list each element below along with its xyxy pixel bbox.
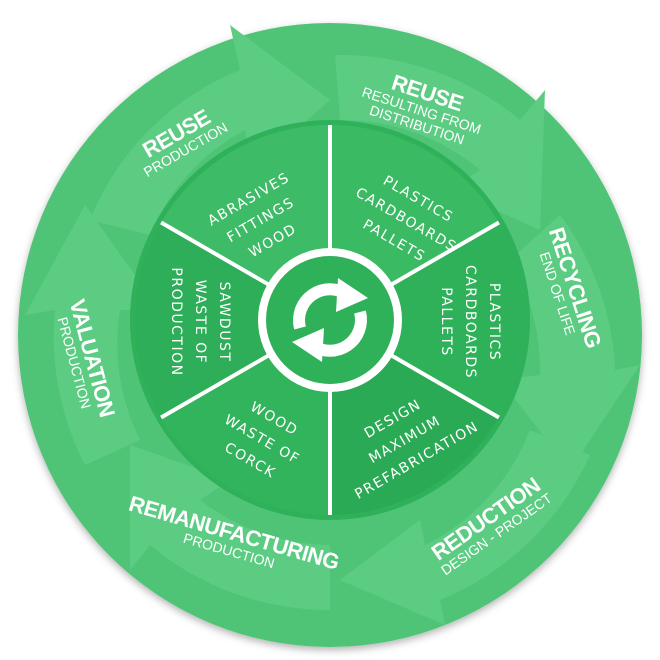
arrow-reuse-production [90, 25, 330, 235]
inner-label-right: PLASTICS CARDBOARDS PALLETS [438, 265, 502, 379]
inner-text: WASTE OF [192, 280, 208, 364]
inner-text: PALLETS [438, 287, 454, 357]
inner-label-left: SAWDUST WASTE OF PRODUCTION [168, 267, 232, 376]
sector-right [330, 222, 526, 418]
inner-text: PRODUCTION [168, 267, 184, 376]
cycle-arrows [25, 25, 640, 625]
refresh-arrows-icon [292, 278, 368, 362]
arrow-reduction [340, 430, 590, 625]
inner-disk [130, 120, 530, 520]
sector-left [134, 222, 330, 418]
arrow-recycling [500, 215, 640, 470]
arrow-reuse-distribution [335, 54, 545, 230]
inner-text: SAWDUST [216, 282, 232, 363]
center-circle [266, 256, 394, 384]
arrow-valuation [25, 205, 160, 465]
arrow-remanufacturing [130, 445, 330, 611]
inner-text: PLASTICS [486, 283, 502, 361]
inner-text: CARDBOARDS [462, 265, 478, 379]
